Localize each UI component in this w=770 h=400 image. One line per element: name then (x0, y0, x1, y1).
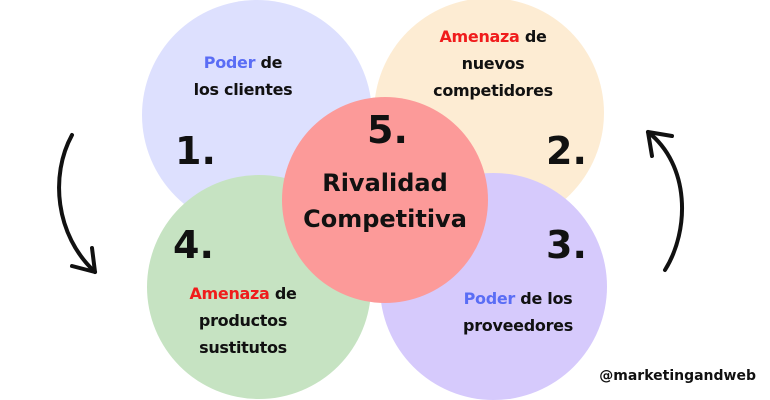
author-handle: @marketingandweb (599, 368, 756, 384)
force-2-label: Amenaza de nuevos competidores (433, 27, 553, 100)
force-3-highlight: Poder (463, 289, 516, 308)
force-2-number: 2. (546, 129, 587, 173)
force-1-number: 1. (175, 129, 216, 173)
force-3-label: Poder de los proveedores (463, 289, 573, 335)
force-1-label: Poder de los clientes (193, 53, 293, 99)
force-1-highlight: Poder (203, 53, 256, 72)
force-5-number: 5. (367, 108, 408, 152)
force-4-number: 4. (173, 223, 214, 267)
force-4-highlight: Amenaza (189, 284, 270, 303)
force-5-label: Rivalidad Competitiva (303, 169, 467, 233)
force-2-highlight: Amenaza (439, 27, 520, 46)
force-3-number: 3. (546, 223, 587, 267)
circle-rivalidad (282, 97, 488, 303)
force-4-label: Amenaza de productos sustitutos (189, 284, 297, 357)
arrow-down-left-icon (57, 133, 97, 274)
arrow-up-right-icon (646, 130, 684, 272)
